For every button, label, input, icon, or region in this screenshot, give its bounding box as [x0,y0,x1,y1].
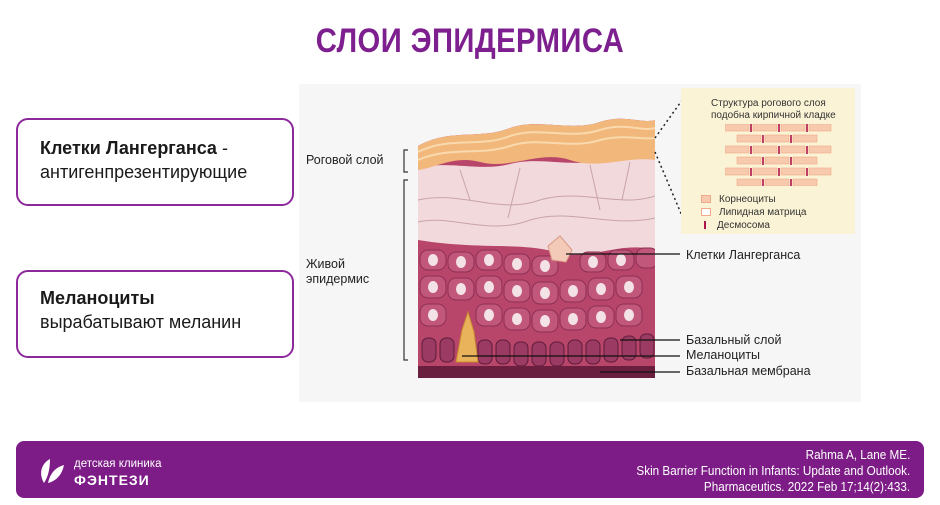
desmosome-swatch-icon [704,221,706,230]
callout-langerhans-desc: антигенпрезентирующие [40,162,248,182]
callout-melanocytes-desc: вырабатывают меланин [40,312,242,332]
brand-name: ФЭНТЕЗИ [74,472,150,488]
callout-melanocytes-title: Меланоциты [40,288,155,308]
callout-melanocytes: Меланоциты вырабатывают меланин [16,270,294,358]
brand-subtitle: детская клиника [74,458,162,470]
legend-corneocytes: Корнеоциты [701,194,776,205]
reference-journal: Pharmaceutics. 2022 Feb 17;14(2):433. [703,479,910,494]
callout-langerhans: Клетки Лангерганса - антигенпрезентирующ… [16,118,294,206]
label-living-epidermis-line1: Живой [306,257,345,271]
label-langerhans-cells: Клетки Лангерганса [686,248,801,262]
label-melanocytes: Меланоциты [686,348,761,362]
corneocyte-swatch-icon [701,195,711,204]
label-stratum-corneum: Роговой слой [306,153,384,167]
legend-desmosome: Десмосома [701,220,770,231]
label-basal-membrane: Базальная мембрана [686,364,811,378]
brick-pattern [725,124,832,186]
callout-langerhans-title: Клетки Лангерганса - [40,138,228,158]
footer-banner: детская клиника ФЭНТЕЗИ Rahma A, Lane ME… [16,441,924,498]
label-basal-layer: Базальный слой [686,333,782,347]
lipid-matrix-swatch-icon [701,208,711,217]
label-living-epidermis-line2: эпидермис [306,272,370,286]
leaf-logo-icon [41,459,64,483]
legend-lipid-matrix: Липидная матрица [701,207,807,218]
page-title: СЛОИ ЭПИДЕРМИСА [315,22,625,60]
reference-title: Skin Barrier Function in Infants: Update… [636,463,910,478]
reference-authors: Rahma A, Lane ME. [805,447,910,462]
